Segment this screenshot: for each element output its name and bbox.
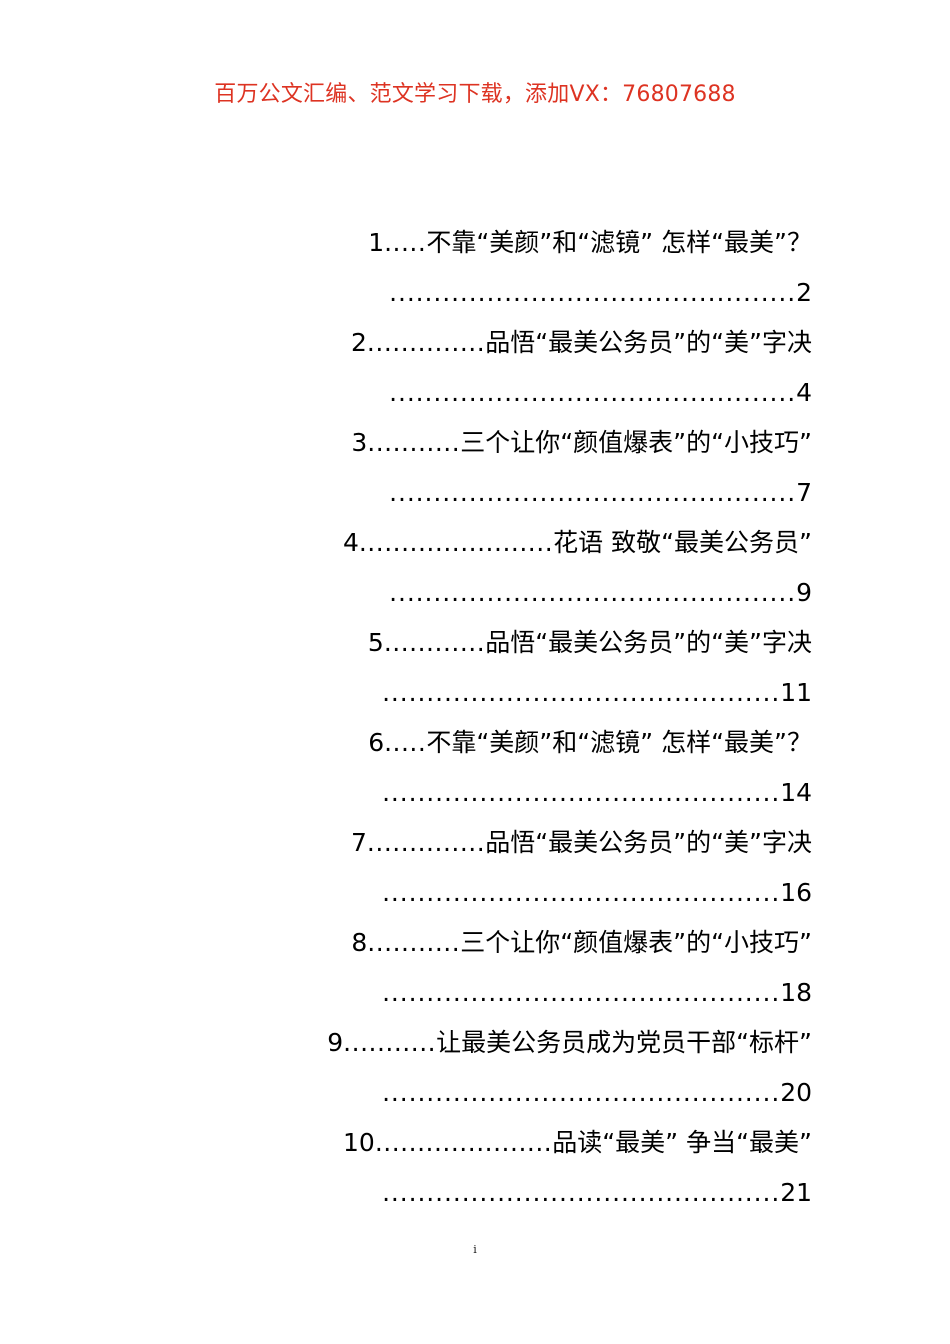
toc-entry[interactable]: 1.....不靠“美颜”和“滤镜” 怎样“最美”？...............… [278, 218, 812, 318]
toc-entry-lead-dots: ..................... [374, 1128, 553, 1157]
toc-entry-title: 三个让你“颜值爆表”的“小技巧” [460, 428, 812, 457]
toc-entry-dot-leader: ........................................… [389, 278, 797, 307]
toc-entry-number: 7 [351, 828, 367, 857]
toc-entry-title-line: 4.......................花语 致敬“最美公务员” [278, 518, 812, 568]
toc-entry-page-number: 7 [796, 478, 812, 507]
toc-entry-title: 品悟“最美公务员”的“美”字决 [485, 828, 812, 857]
toc-entry-title: 不靠“美颜”和“滤镜” 怎样“最美”？ [426, 228, 812, 257]
toc-entry-lead-dots: ........... [367, 428, 461, 457]
toc-entry-page-line: ........................................… [278, 768, 812, 818]
toc-entry-dot-leader: ........................................… [382, 678, 781, 707]
toc-entry-page-number: 2 [796, 278, 812, 307]
toc-entry-lead-dots: ........... [367, 928, 461, 957]
toc-entry-page-number: 20 [780, 1078, 812, 1107]
toc-entry-page-line: ........................................… [278, 968, 812, 1018]
toc-entry-number: 2 [351, 328, 367, 357]
toc-entry-page-number: 18 [780, 978, 812, 1007]
toc-entry-page-line: ........................................… [278, 868, 812, 918]
promo-header-text: 百万公文汇编、范文学习下载，添加VX：76807688 [214, 82, 736, 107]
toc-entry-title-line: 1.....不靠“美颜”和“滤镜” 怎样“最美”？ [278, 218, 812, 268]
toc-entry-lead-dots: ..... [384, 728, 427, 757]
toc-entry-page-line: ........................................… [278, 568, 812, 618]
toc-entry-lead-dots: ............ [383, 628, 486, 657]
toc-entry-lead-dots: .............. [366, 328, 486, 357]
toc-entry-dot-leader: ........................................… [382, 1078, 781, 1107]
toc-entry-dot-leader: ........................................… [389, 478, 797, 507]
toc-entry-title-line: 5............品悟“最美公务员”的“美”字决 [278, 618, 812, 668]
toc-entry-dot-leader: ........................................… [389, 378, 797, 407]
toc-entry[interactable]: 8...........三个让你“颜值爆表”的“小技巧”............… [278, 918, 812, 1018]
toc-entry-page-number: 4 [796, 378, 812, 407]
toc-entry-title-line: 8...........三个让你“颜值爆表”的“小技巧” [278, 918, 812, 968]
toc-entry-title: 品悟“最美公务员”的“美”字决 [485, 628, 812, 657]
toc-entry[interactable]: 5............品悟“最美公务员”的“美”字决............… [278, 618, 812, 718]
toc-entry-page-line: ........................................… [278, 468, 812, 518]
toc-entry-title-line: 6.....不靠“美颜”和“滤镜” 怎样“最美”？ [278, 718, 812, 768]
toc-entry-page-number: 14 [780, 778, 812, 807]
toc-entry[interactable]: 6.....不靠“美颜”和“滤镜” 怎样“最美”？...............… [278, 718, 812, 818]
toc-entry-number: 1 [368, 228, 385, 257]
toc-entry[interactable]: 7..............品悟“最美公务员”的“美”字决..........… [278, 818, 812, 918]
toc-entry-dot-leader: ........................................… [389, 578, 797, 607]
toc-entry-page-line: ........................................… [278, 368, 812, 418]
toc-entry-lead-dots: ........... [343, 1028, 437, 1057]
toc-entry-title-line: 7..............品悟“最美公务员”的“美”字决 [278, 818, 812, 868]
toc-entry-page-line: ........................................… [278, 1168, 812, 1218]
toc-entry-title: 品悟“最美公务员”的“美”字决 [485, 328, 812, 357]
toc-entry-page-number: 11 [780, 678, 812, 707]
toc-entry-page-number: 9 [796, 578, 812, 607]
toc-entry-page-line: ........................................… [278, 1068, 812, 1118]
toc-entry[interactable]: 2..............品悟“最美公务员”的“美”字决..........… [278, 318, 812, 418]
toc-entry-lead-dots: ..... [384, 228, 427, 257]
toc-entry[interactable]: 10.....................品读“最美” 争当“最美”....… [278, 1118, 812, 1218]
toc-entry[interactable]: 3...........三个让你“颜值爆表”的“小技巧”............… [278, 418, 812, 518]
table-of-contents: 1.....不靠“美颜”和“滤镜” 怎样“最美”？...............… [278, 218, 812, 1218]
toc-entry-number: 4 [342, 528, 359, 557]
toc-entry-title-line: 3...........三个让你“颜值爆表”的“小技巧” [278, 418, 812, 468]
toc-entry-title-line: 10.....................品读“最美” 争当“最美” [278, 1118, 812, 1168]
toc-entry-title: 品读“最美” 争当“最美” [552, 1128, 812, 1157]
toc-entry-page-line: ........................................… [278, 268, 812, 318]
toc-entry-lead-dots: ....................... [358, 528, 554, 557]
toc-entry-title-line: 2..............品悟“最美公务员”的“美”字决 [278, 318, 812, 368]
toc-entry-number: 3 [351, 428, 368, 457]
toc-entry-title: 三个让你“颜值爆表”的“小技巧” [460, 928, 812, 957]
toc-entry-dot-leader: ........................................… [382, 1178, 781, 1207]
toc-entry-number: 9 [327, 1028, 344, 1057]
toc-entry-title: 让最美公务员成为党员干部“标杆” [436, 1028, 812, 1057]
toc-entry-page-line: ........................................… [278, 668, 812, 718]
toc-entry-number: 8 [351, 928, 368, 957]
toc-entry[interactable]: 9...........让最美公务员成为党员干部“标杆”............… [278, 1018, 812, 1118]
toc-entry-page-number: 21 [780, 1178, 812, 1207]
toc-entry-title: 不靠“美颜”和“滤镜” 怎样“最美”？ [426, 728, 812, 757]
toc-entry-number: 6 [368, 728, 385, 757]
toc-entry[interactable]: 4.......................花语 致敬“最美公务员”....… [278, 518, 812, 618]
toc-entry-dot-leader: ........................................… [382, 978, 781, 1007]
page-folio: i [473, 1243, 477, 1256]
toc-entry-lead-dots: .............. [366, 828, 486, 857]
toc-entry-title-line: 9...........让最美公务员成为党员干部“标杆” [278, 1018, 812, 1068]
toc-entry-page-number: 16 [780, 878, 812, 907]
toc-entry-dot-leader: ........................................… [382, 878, 781, 907]
toc-entry-title: 花语 致敬“最美公务员” [553, 528, 812, 557]
toc-entry-number: 5 [367, 628, 384, 657]
toc-entry-number: 10 [343, 1128, 375, 1157]
toc-entry-dot-leader: ........................................… [382, 778, 781, 807]
